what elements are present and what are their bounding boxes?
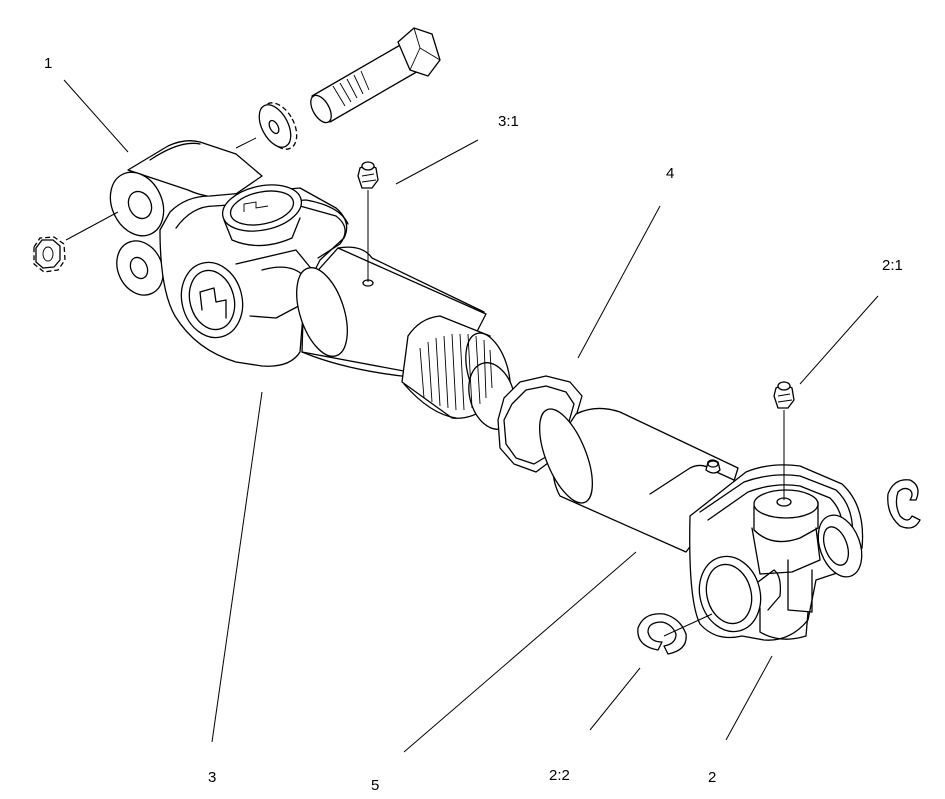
grease-nipple-2-1	[773, 381, 795, 500]
nut	[33, 236, 66, 273]
tube-grease-nipple	[705, 459, 721, 474]
leader-lines	[63, 79, 879, 753]
callout-5: 5	[371, 777, 379, 794]
callout-labels: 1 3:1 4 2:1 3 5 2:2 2	[44, 55, 903, 794]
callout-2: 2	[708, 769, 716, 786]
left-yoke	[109, 140, 349, 367]
grease-nipple-3-1	[357, 161, 379, 282]
callout-3-1: 3:1	[498, 113, 519, 130]
callout-1: 1	[44, 55, 52, 72]
callout-3: 3	[208, 769, 216, 786]
washer	[258, 102, 298, 150]
right-yoke	[689, 464, 864, 641]
circlip-right	[887, 479, 921, 529]
callout-2-1: 2:1	[882, 257, 903, 274]
callout-2-2: 2:2	[549, 767, 570, 784]
callout-4: 4	[666, 165, 674, 182]
circlip-lower	[637, 613, 687, 655]
bolt	[310, 27, 441, 124]
